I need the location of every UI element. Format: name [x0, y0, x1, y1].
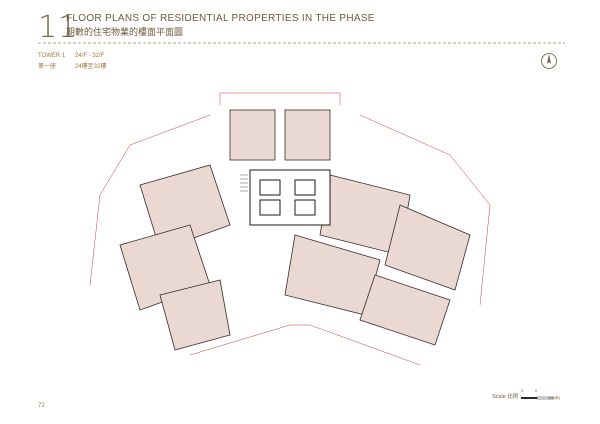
page-title: FLOOR PLANS OF RESIDENTIAL PROPERTIES IN…	[66, 13, 375, 24]
scale-tick-4: 4M(米)	[548, 395, 561, 400]
section-number: 11	[38, 10, 79, 45]
floor-range-zh: 24樓至32樓	[75, 64, 107, 70]
scale-tick-2: 2	[535, 388, 538, 393]
tower-label: TOWER 1	[38, 53, 66, 59]
scale-bar	[521, 396, 554, 400]
north-compass-icon	[541, 53, 557, 69]
decorative-rule	[38, 42, 565, 44]
floor-plan-drawing	[89, 92, 491, 366]
scale-label: Scale 比例 :	[492, 394, 522, 400]
scale-tick-0: 0	[521, 388, 524, 393]
page-number: 72	[38, 403, 45, 409]
page-title-zh: 期數的住宅物業的樓面平面圖	[66, 27, 184, 37]
tower-label-zh: 第一座	[38, 64, 57, 70]
floor-range: 24/F - 32/F	[75, 53, 105, 59]
